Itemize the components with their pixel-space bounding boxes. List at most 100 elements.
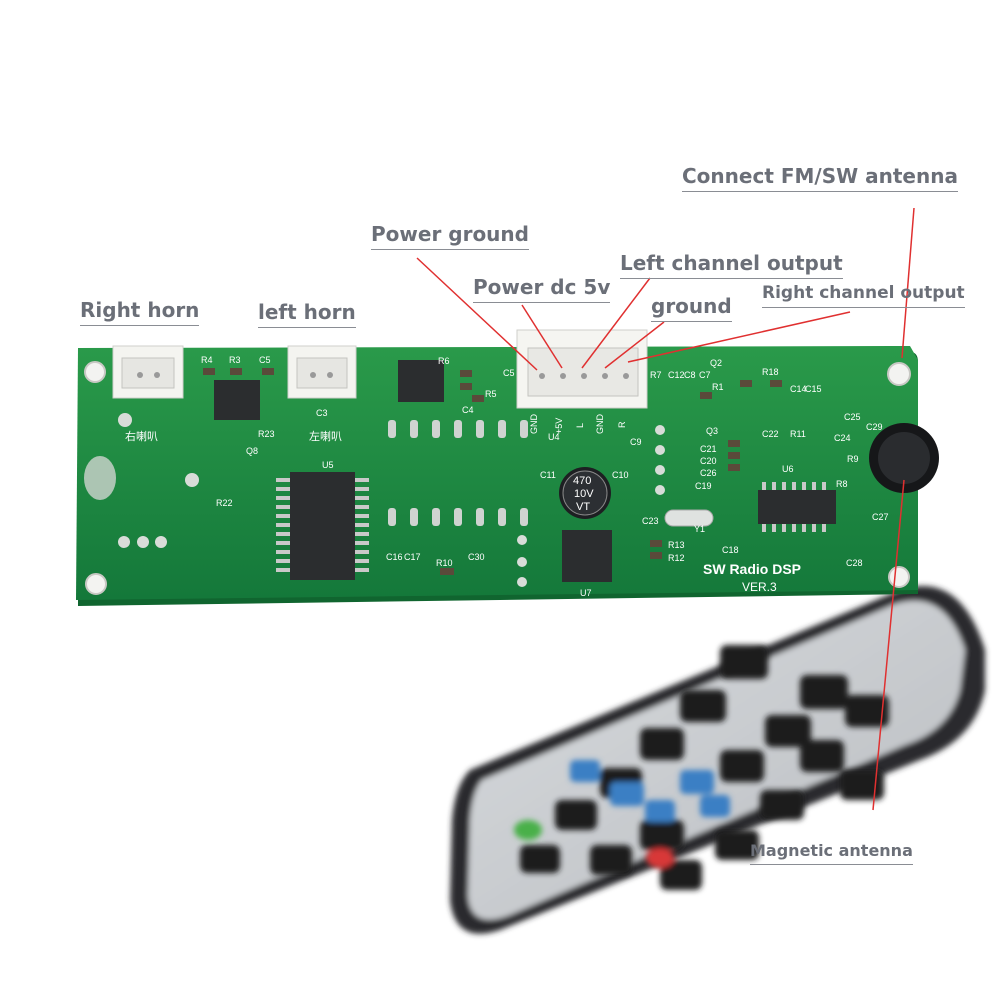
ref-r7: R7 [650,370,662,380]
label-magnetic-antenna: Magnetic antenna [750,841,913,865]
ref-c9: C9 [630,437,642,447]
ref-c22: C22 [762,429,779,439]
label-magnetic-antenna-text: Magnetic antenna [750,841,913,860]
ref-c21: C21 [700,444,717,454]
ref-c18: C18 [722,545,739,555]
leader-magnetic-antenna [872,479,905,811]
ic-amp-right [214,380,260,420]
power-audio-connector [516,329,648,409]
label-power-dc: Power dc 5v [473,275,611,303]
label-power-dc-text: Power dc 5v [473,275,611,299]
left-horn-connector [287,345,357,399]
cap-value-1: 470 [573,475,591,487]
remote-buttons [514,645,889,890]
ref-r23: R23 [258,429,275,439]
board-version: VER.3 [742,580,777,594]
ref-u6: U6 [782,464,794,474]
ref-r9: R9 [847,454,859,464]
pin-5v: +5V [554,418,564,434]
ref-r1: R1 [712,382,724,392]
leader-connect-antenna [901,207,915,359]
leader-power-dc [521,304,563,369]
leader-power-ground [416,257,538,371]
ref-c17: C17 [404,552,421,562]
ref-c14: C14 [790,384,807,394]
ref-c5b: C5 [503,368,515,378]
ref-c30: C30 [468,552,485,562]
ic-u6 [758,490,836,524]
ref-c5a: C5 [259,355,271,365]
ref-c23: C23 [642,516,659,526]
cap-value-3: VT [576,501,590,513]
ref-u4: U4 [548,432,560,442]
label-power-ground-text: Power ground [371,222,529,246]
label-connect-antenna: Connect FM/SW antenna [682,164,958,192]
label-power-ground: Power ground [371,222,529,250]
ref-c26: C26 [700,468,717,478]
ref-r8: R8 [836,479,848,489]
pin-gnd-2: GND [595,414,605,435]
label-left-horn-text: left horn [258,300,356,324]
ref-u5: U5 [322,460,334,470]
ref-r12: R12 [668,553,685,563]
ref-r6: R6 [438,356,450,366]
ref-c24: C24 [834,433,851,443]
label-ground-text: ground [651,294,732,318]
ref-q8: Q8 [246,446,258,456]
ref-c4: C4 [462,405,474,415]
pin-r: R [617,421,627,428]
right-speaker-cn: 右喇叭 [125,429,158,443]
label-left-channel-output: Left channel output [620,253,843,279]
ref-c19: C19 [695,481,712,491]
ref-r18: R18 [762,367,779,377]
ic-amp-left [398,360,444,402]
ref-r11: R11 [790,429,806,439]
ref-c10: C10 [612,470,629,480]
ref-c28: C28 [846,558,863,568]
label-right-channel-output: Right channel output [762,283,965,308]
crystal-y1 [664,509,714,527]
ref-r5: R5 [485,389,497,399]
ref-c8: C8 [684,370,696,380]
ref-c3: C3 [316,408,328,418]
right-horn-connector [112,345,184,399]
pin-l: L [575,423,585,428]
board-title: SW Radio DSP [703,561,801,577]
ref-q2: Q2 [710,358,722,368]
silkscreen: SW Radio DSP VER.3 右喇叭 左喇叭 GND +5V L GND… [125,355,889,598]
ref-c7: C7 [699,370,711,380]
pcb-board: 470 10V VT [76,329,939,606]
annotation-leaders [416,207,915,811]
pin-gnd-1: GND [529,414,539,435]
cap-value-2: 10V [574,488,594,500]
leader-ground [604,321,665,369]
ic-u7 [562,530,612,582]
ic-u5 [290,472,355,580]
ref-r10: R10 [436,558,453,568]
leader-right-channel [627,311,851,363]
ref-q3: Q3 [706,426,718,436]
label-right-horn: Right horn [80,298,200,326]
ref-c20: C20 [700,456,717,466]
ref-r4: R4 [201,355,213,365]
ref-r22: R22 [216,498,233,508]
magnetic-antenna-coil [869,423,939,493]
ref-y1: Y1 [694,524,705,534]
ref-r13: R13 [668,540,685,550]
ref-c27: C27 [872,512,889,522]
label-ground: ground [651,294,732,322]
leader-left-channel [581,277,651,369]
ref-r3: R3 [229,355,241,365]
label-left-horn: left horn [258,300,356,328]
label-right-channel-output-text: Right channel output [762,283,965,303]
ref-u7: U7 [580,588,592,598]
ref-c25: C25 [844,412,861,422]
left-speaker-cn: 左喇叭 [309,429,342,443]
remote-control [450,586,985,934]
label-connect-antenna-text: Connect FM/SW antenna [682,164,958,188]
ref-c12: C12 [668,370,685,380]
ref-c11: C11 [540,470,556,480]
label-right-horn-text: Right horn [80,298,200,322]
ref-c29: C29 [866,422,883,432]
